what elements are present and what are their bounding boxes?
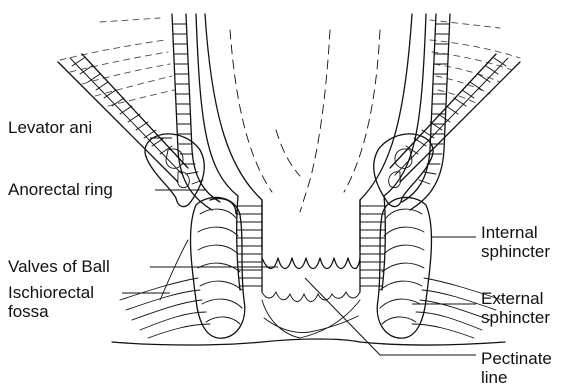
- anal-canal: [112, 258, 505, 345]
- right-rectal-wall: [384, 14, 450, 210]
- label-anorectal-ring: Anorectal ring: [8, 180, 113, 199]
- left-rectal-wall: [172, 14, 238, 210]
- label-external-sphincter: External sphincter: [481, 289, 550, 327]
- leader-pectinate-line: [305, 278, 476, 355]
- label-ischiorectal-fossa: Ischiorectal fossa: [8, 283, 94, 321]
- label-pectinate-line: Pectinate line: [481, 349, 552, 387]
- label-leaders: [122, 138, 476, 355]
- left-ischiorectal-fibres: [120, 240, 210, 338]
- label-valves-of-ball: Valves of Ball: [8, 257, 110, 276]
- right-internal-sphincter: [360, 196, 385, 292]
- left-internal-sphincter: [237, 196, 262, 292]
- label-levator-ani: Levator ani: [8, 118, 92, 137]
- label-internal-sphincter: Internal sphincter: [481, 223, 550, 261]
- pelvic-fascia-dashes: [60, 18, 520, 106]
